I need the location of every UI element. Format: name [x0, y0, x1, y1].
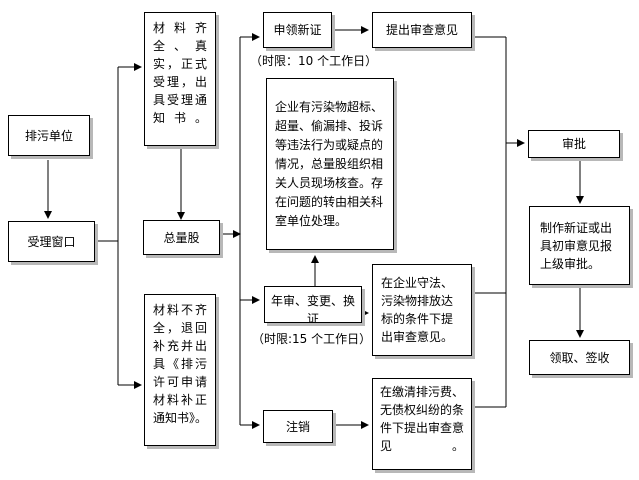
node-incomplete-docs: 材料不齐全，退回补充并出具《排污许可申请材料补正通知书》。	[144, 294, 216, 446]
node-fee-opinion: 在缴清排污费、无债权纠纷的条件下提出审查意见。	[372, 378, 472, 470]
node-collect-sign: 领取、签收	[529, 340, 630, 375]
node-issue-license: 制作新证或出具初审意见报上级审批。	[529, 206, 630, 285]
node-compliance-opinion: 在企业守法、污染物排放达标的条件下提出审查意见。	[372, 264, 472, 356]
node-new-license: 申领新证	[263, 12, 332, 48]
node-approval: 审批	[528, 130, 620, 158]
time-limit-annual-review: （时限:15 个工作日）	[252, 331, 372, 347]
time-limit-new-license: （时限：10 个工作日）	[250, 53, 378, 69]
node-polluter: 排污单位	[8, 115, 90, 156]
node-review-opinion: 提出审查意见	[372, 12, 472, 48]
node-general-unit: 总量股	[143, 220, 220, 255]
node-cancel: 注销	[263, 410, 333, 443]
node-acceptance-window: 受理窗口	[8, 221, 95, 262]
node-complete-docs: 材料齐全、真实，正式受理，出具受理通知书。	[144, 12, 216, 146]
node-violation-check: 企业有污染物超标、超量、偷漏排、投诉等违法行为或疑点的情况，总量股组织相关人员现…	[266, 78, 394, 250]
node-annual-review: 年审、变更、换证	[264, 286, 362, 323]
